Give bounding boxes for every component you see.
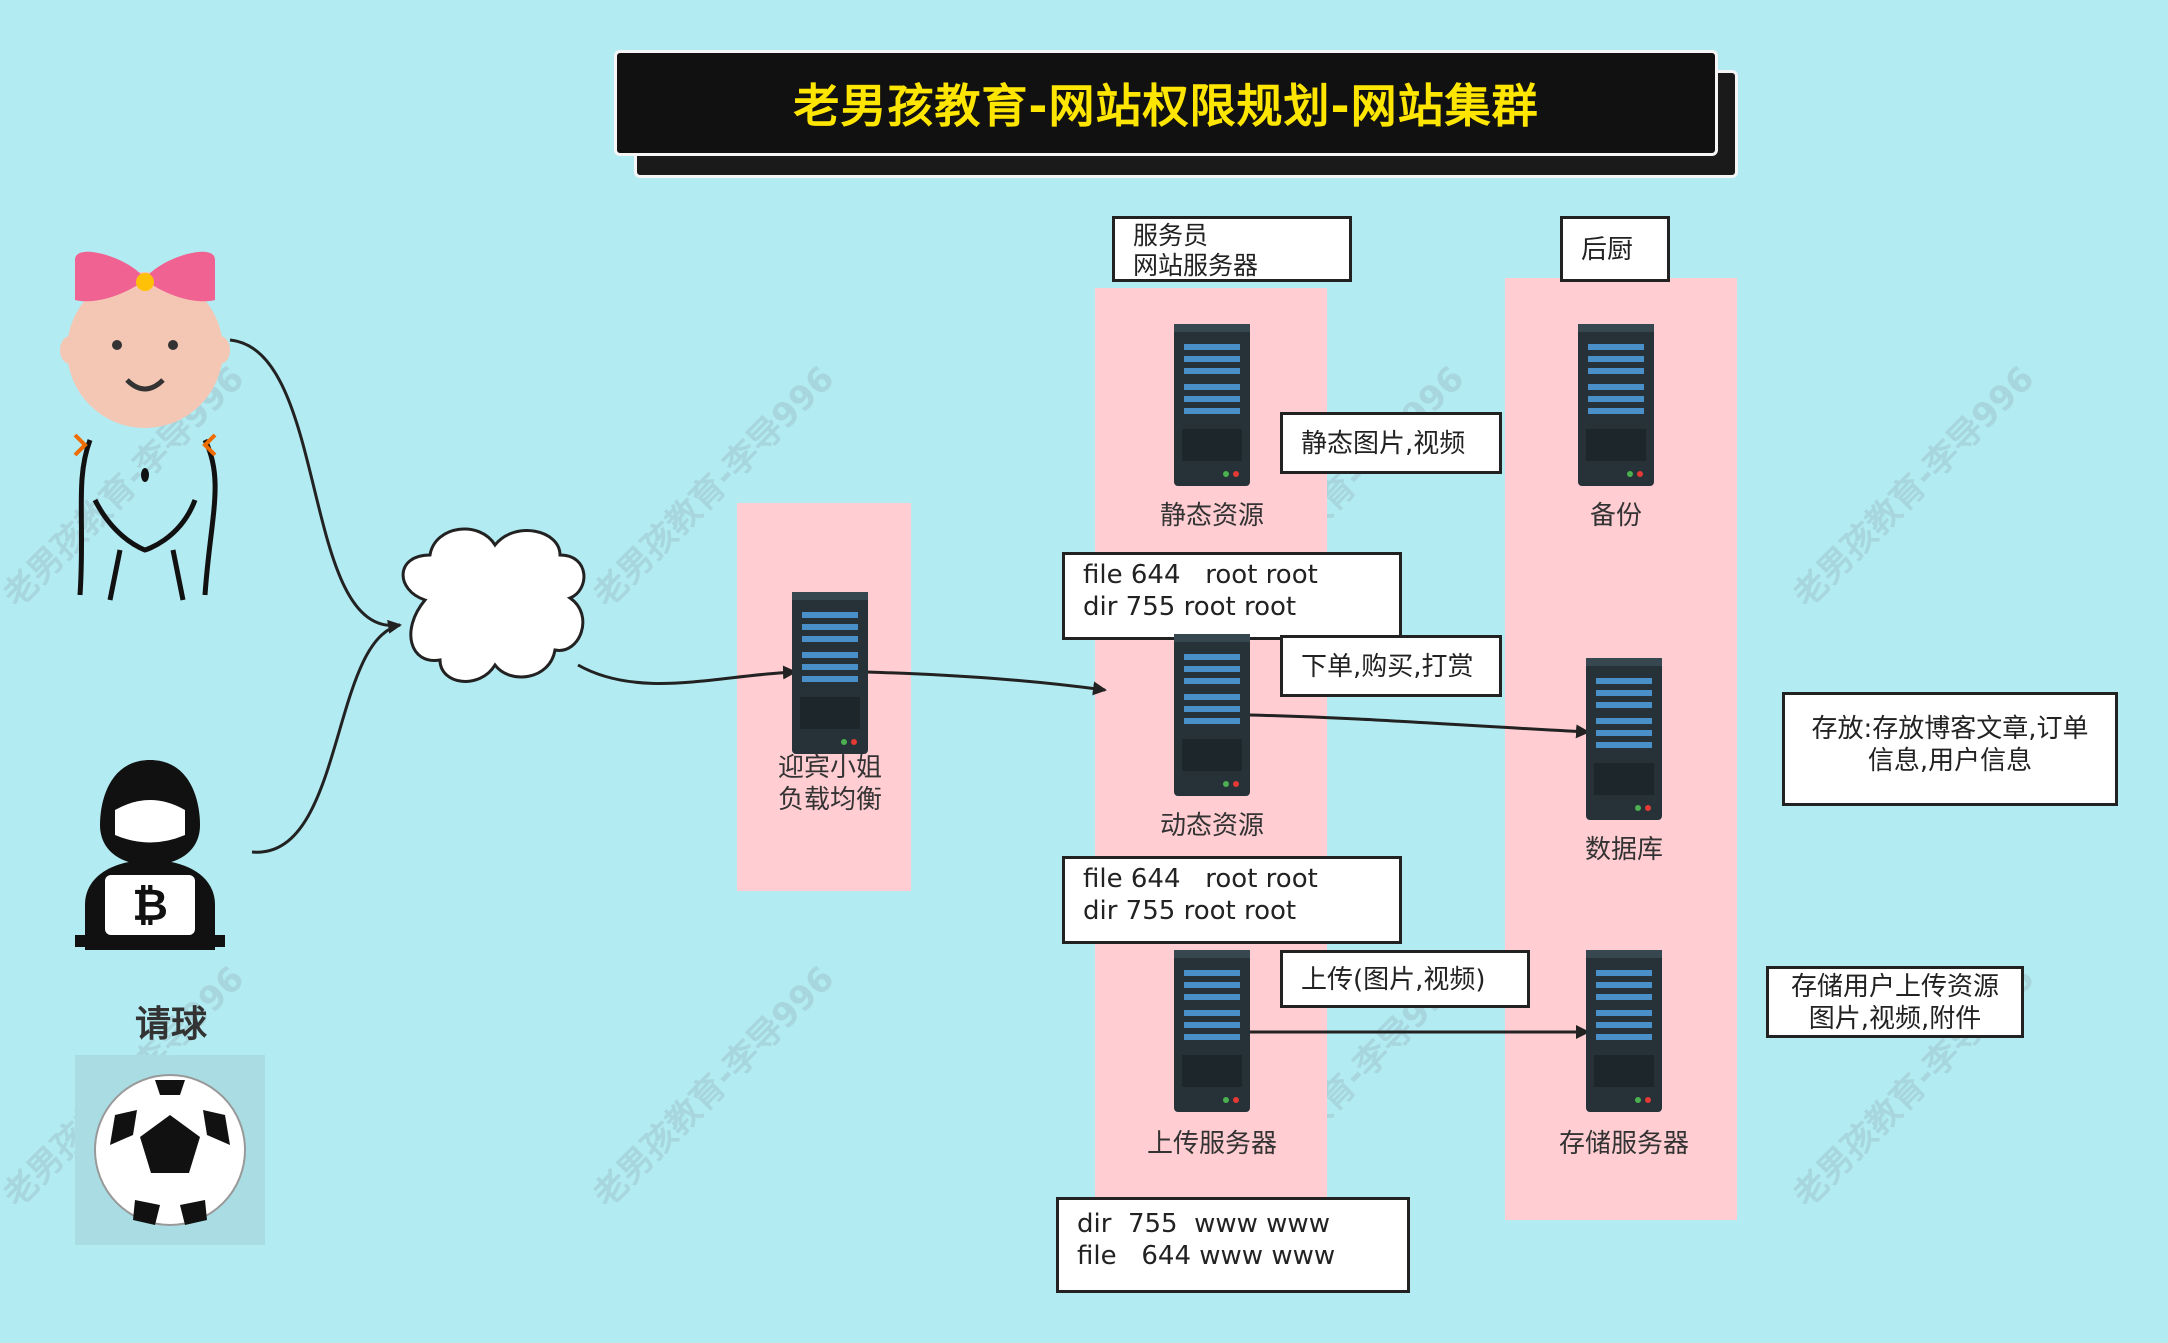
backup-server-icon: [1578, 324, 1654, 486]
girl-to-cloud-arrow: [229, 338, 402, 634]
upload-permissions: dir 755 www www file 644 www www: [1056, 1197, 1410, 1293]
backend-column-header: 后厨: [1560, 216, 1670, 282]
hacker-icon: ₿: [75, 760, 225, 950]
web-column-header: 服务员 网站服务器: [1112, 216, 1352, 282]
lb-to-web-arrow: [865, 670, 1107, 696]
static-server-icon: [1174, 324, 1250, 486]
upload-caption: 上传服务器: [1146, 1129, 1277, 1159]
girl-icon: [60, 251, 230, 601]
upload-note: 上传(图片,视频): [1280, 950, 1530, 1008]
static-note: 静态图片,视频: [1280, 412, 1502, 474]
database-note: 存放:存放博客文章,订单 信息,用户信息: [1782, 692, 2118, 806]
dynamic-caption: 动态资源: [1159, 811, 1264, 841]
hacker-to-cloud-arrow: [251, 623, 401, 854]
dynamic-note: 下单,购买,打赏: [1280, 635, 1502, 697]
database-caption: 数据库: [1584, 835, 1663, 865]
backup-caption: 备份: [1589, 501, 1642, 531]
soccer-ball-icon: [75, 1055, 265, 1245]
cloud-to-lb-arrow: [577, 663, 797, 685]
page-title: 老男孩教育-网站权限规划-网站集群: [614, 50, 1718, 156]
dynamic-server-icon: [1174, 634, 1250, 796]
upload-server-icon: [1174, 950, 1250, 1112]
static-permissions: file 644 root root dir 755 root root: [1062, 552, 1402, 640]
dynamic-to-database-arrow: [1249, 713, 1590, 739]
storage-server-icon: [1586, 950, 1662, 1112]
dynamic-permissions: file 644 root root dir 755 root root: [1062, 856, 1402, 944]
svg-text:₿: ₿: [132, 880, 168, 931]
storage-note: 存储用户上传资源 图片,视频,附件: [1766, 966, 2024, 1038]
storage-caption: 存储服务器: [1558, 1129, 1689, 1159]
internet-cloud: [401, 527, 586, 683]
user-label: 请球: [135, 1004, 208, 1045]
static-caption: 静态资源: [1159, 501, 1264, 531]
database-server-icon: [1586, 658, 1662, 820]
load-balancer-caption: 迎宾小姐 负载均衡: [777, 753, 882, 815]
load-balancer-server-icon: [792, 592, 868, 754]
